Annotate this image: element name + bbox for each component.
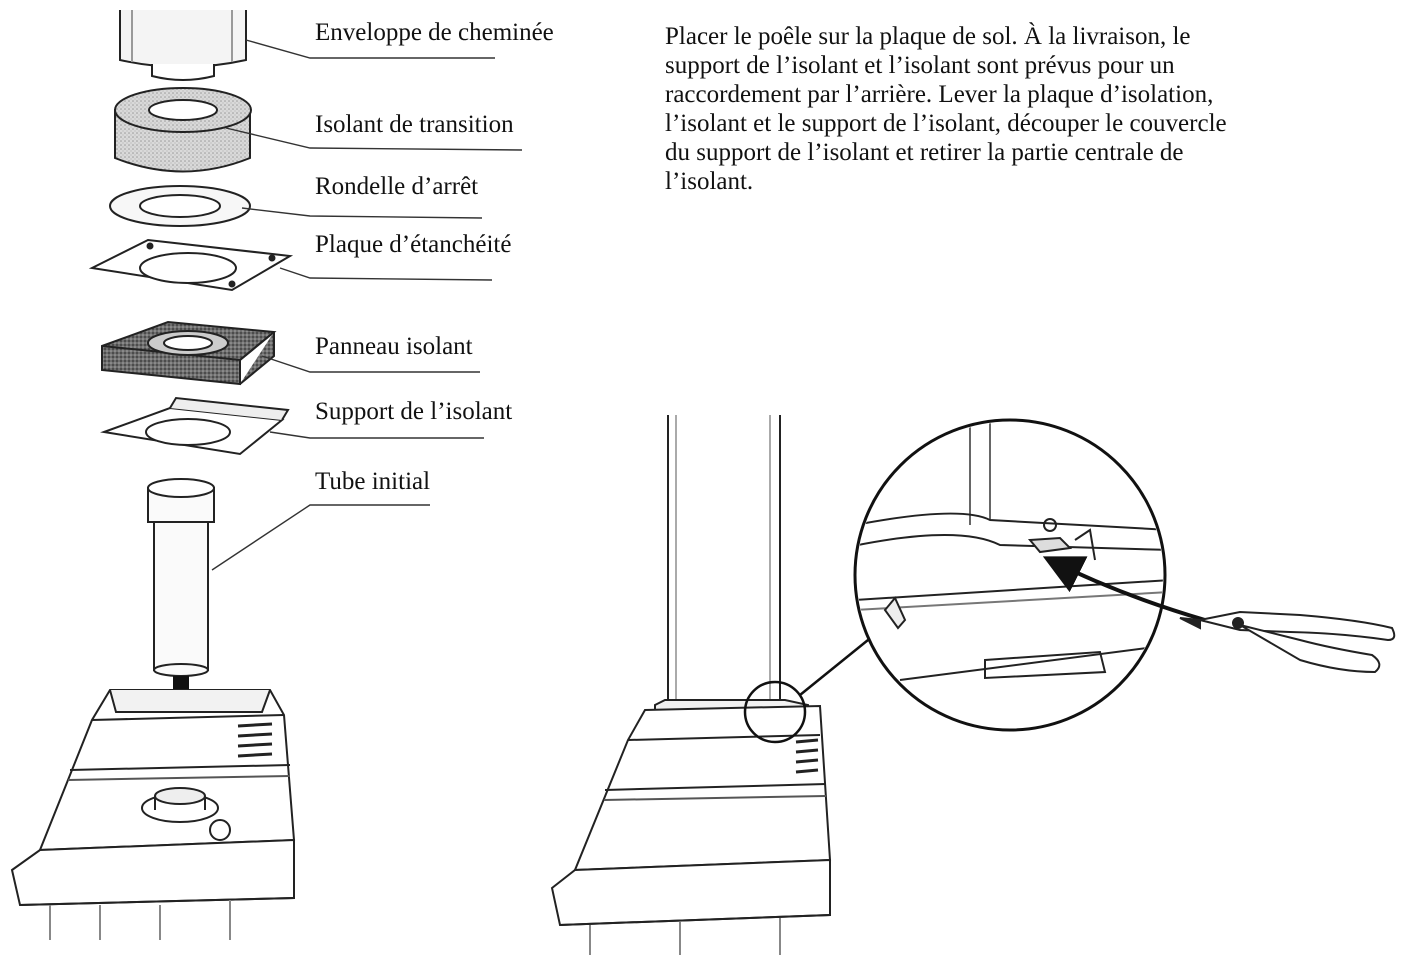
instructions-line: l’isolant et le support de l’isolant, dé…	[665, 110, 1227, 137]
initial-tube-part	[147, 478, 215, 677]
label-sealing-plate: Plaque d’étanchéité	[315, 231, 512, 258]
leader-lines	[211, 39, 523, 571]
detail-circle-small	[743, 680, 807, 744]
stove-right	[550, 415, 832, 955]
chimney-casing-part	[119, 10, 247, 81]
detail-magnified	[853, 418, 1167, 732]
label-insulation-panel: Panneau isolant	[315, 333, 473, 360]
label-chimney-casing: Enveloppe de cheminée	[315, 19, 554, 46]
curved-arrow	[1042, 556, 1206, 622]
pliers-tool	[1179, 610, 1396, 674]
instructions-paragraph: Placer le poêle sur la plaque de sol. À …	[665, 22, 1325, 196]
label-stop-washer: Rondelle d’arrêt	[315, 173, 479, 200]
insulation-support-part	[100, 396, 290, 456]
label-initial-tube: Tube initial	[315, 468, 431, 495]
stove-left	[10, 689, 296, 940]
instructions-line: support de l’isolant et l’isolant sont p…	[665, 52, 1175, 79]
sealing-plate-part	[88, 238, 294, 292]
label-transition-insulation: Isolant de transition	[315, 111, 514, 138]
insulation-panel-part	[101, 320, 277, 386]
label-insulation-support: Support de l’isolant	[315, 398, 513, 425]
instructions-line: l’isolant.	[665, 168, 754, 195]
transition-insulation-part	[114, 87, 252, 173]
stop-washer-part	[109, 185, 251, 227]
instructions-line: raccordement par l’arrière. Lever la pla…	[665, 81, 1214, 108]
instructions-line: Placer le poêle sur la plaque de sol. À …	[665, 23, 1191, 50]
instructions-line: du support de l’isolant et retirer la pa…	[665, 139, 1184, 166]
